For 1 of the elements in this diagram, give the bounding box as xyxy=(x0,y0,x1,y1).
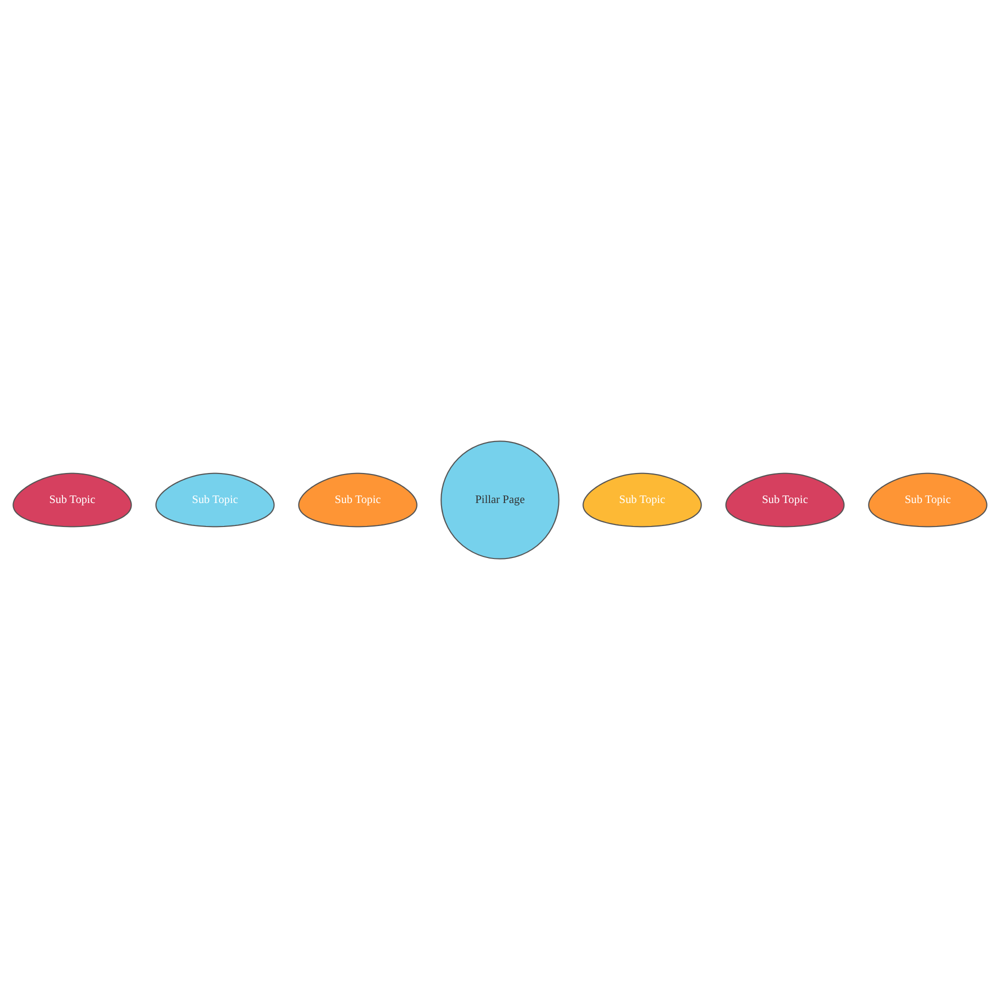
node-circle: Pillar Page xyxy=(440,440,560,560)
